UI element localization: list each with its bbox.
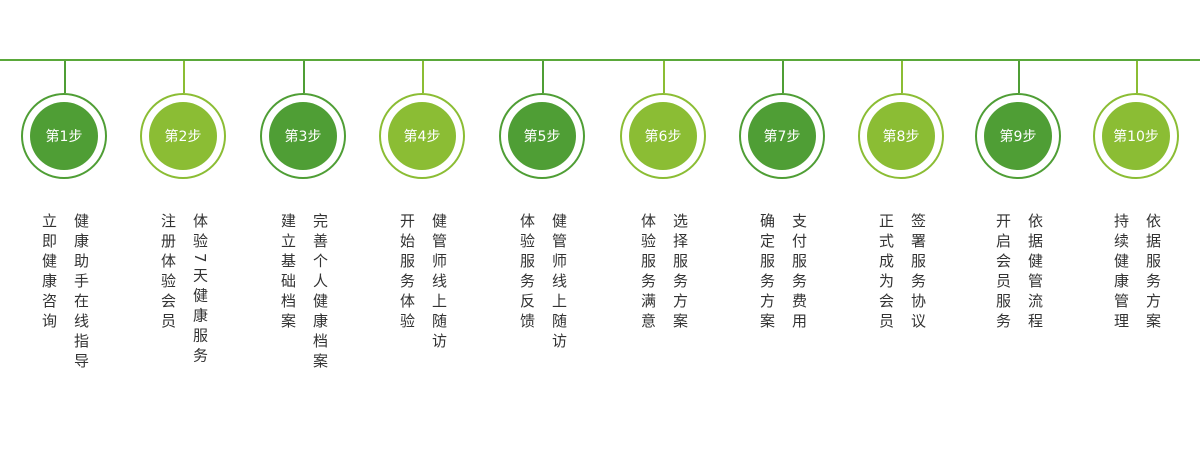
step-9: 第9步 依据健管流程 开启会员服务	[974, 61, 1064, 381]
step-description: 支付服务费用 确定服务方案	[738, 213, 828, 383]
step-badge: 第3步	[269, 102, 337, 170]
step-desc-line: 依据健管流程	[1026, 213, 1044, 333]
step-description: 健管师线上随访 开始服务体验	[378, 213, 468, 383]
step-badge: 第7步	[748, 102, 816, 170]
step-desc-line: 健管师线上随访	[550, 213, 568, 353]
step-desc-line: 健康助手在线指导	[72, 213, 90, 373]
step-description: 选择服务方案 体验服务满意	[619, 213, 709, 383]
connector-line	[1018, 61, 1020, 93]
step-desc-line: 建立基础档案	[279, 213, 297, 333]
step-badge: 第6步	[629, 102, 697, 170]
step-ring: 第8步	[858, 93, 944, 179]
step-desc-line: 签署服务协议	[909, 213, 927, 333]
step-ring: 第10步	[1093, 93, 1179, 179]
step-3: 第3步 完善个人健康档案 建立基础档案	[259, 61, 349, 381]
step-desc-line: 体验7天健康服务	[191, 213, 209, 368]
step-10: 第10步 依据服务方案 持续健康管理	[1092, 61, 1182, 381]
step-ring: 第3步	[260, 93, 346, 179]
step-8: 第8步 签署服务协议 正式成为会员	[857, 61, 947, 381]
connector-line	[901, 61, 903, 93]
connector-line	[64, 61, 66, 93]
step-desc-line: 持续健康管理	[1112, 213, 1130, 333]
step-5: 第5步 健管师线上随访 体验服务反馈	[498, 61, 588, 381]
step-badge: 第9步	[984, 102, 1052, 170]
step-badge: 第4步	[388, 102, 456, 170]
step-badge: 第5步	[508, 102, 576, 170]
step-1: 第1步 健康助手在线指导 立即健康咨询	[20, 61, 110, 381]
step-desc-line: 依据服务方案	[1144, 213, 1162, 333]
connector-line	[1136, 61, 1138, 93]
step-desc-line: 选择服务方案	[671, 213, 689, 333]
step-desc-line: 健管师线上随访	[430, 213, 448, 353]
step-desc-line: 正式成为会员	[877, 213, 895, 333]
connector-line	[303, 61, 305, 93]
connector-line	[663, 61, 665, 93]
step-description: 依据健管流程 开启会员服务	[974, 213, 1064, 383]
step-desc-line: 完善个人健康档案	[311, 213, 329, 373]
step-ring: 第4步	[379, 93, 465, 179]
connector-line	[782, 61, 784, 93]
step-desc-line: 开启会员服务	[994, 213, 1012, 333]
step-ring: 第2步	[140, 93, 226, 179]
connector-line	[542, 61, 544, 93]
step-ring: 第1步	[21, 93, 107, 179]
step-desc-line: 确定服务方案	[758, 213, 776, 333]
step-desc-line: 开始服务体验	[398, 213, 416, 333]
connector-line	[183, 61, 185, 93]
step-desc-line: 体验服务满意	[639, 213, 657, 333]
step-description: 完善个人健康档案 建立基础档案	[259, 213, 349, 383]
step-description: 健康助手在线指导 立即健康咨询	[20, 213, 110, 383]
step-desc-line: 注册体验会员	[159, 213, 177, 333]
step-badge: 第10步	[1102, 102, 1170, 170]
step-badge: 第8步	[867, 102, 935, 170]
step-description: 依据服务方案 持续健康管理	[1092, 213, 1182, 383]
step-desc-line: 支付服务费用	[790, 213, 808, 333]
step-7: 第7步 支付服务费用 确定服务方案	[738, 61, 828, 381]
step-description: 健管师线上随访 体验服务反馈	[498, 213, 588, 383]
step-description: 签署服务协议 正式成为会员	[857, 213, 947, 383]
step-ring: 第9步	[975, 93, 1061, 179]
step-6: 第6步 选择服务方案 体验服务满意	[619, 61, 709, 381]
step-ring: 第7步	[739, 93, 825, 179]
step-2: 第2步 体验7天健康服务 注册体验会员	[139, 61, 229, 381]
step-4: 第4步 健管师线上随访 开始服务体验	[378, 61, 468, 381]
connector-line	[422, 61, 424, 93]
step-badge: 第1步	[30, 102, 98, 170]
step-desc-line: 体验服务反馈	[518, 213, 536, 333]
step-description: 体验7天健康服务 注册体验会员	[139, 213, 229, 383]
step-ring: 第5步	[499, 93, 585, 179]
step-desc-line: 立即健康咨询	[40, 213, 58, 333]
step-badge: 第2步	[149, 102, 217, 170]
step-ring: 第6步	[620, 93, 706, 179]
timeline-line	[0, 59, 1200, 61]
